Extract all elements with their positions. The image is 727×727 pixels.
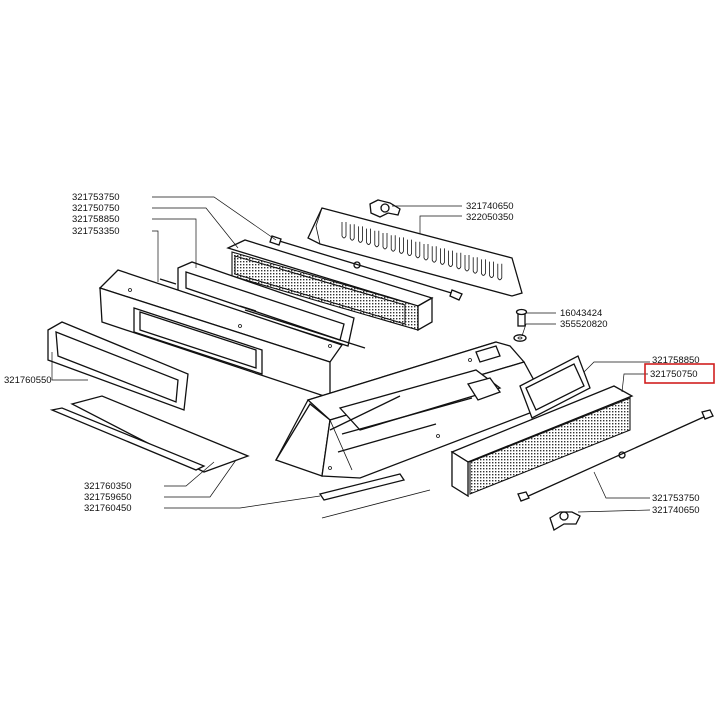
vent-slot bbox=[464, 255, 470, 272]
vent-slot bbox=[390, 235, 396, 252]
part-label[interactable]: 321760350 bbox=[84, 481, 132, 492]
vent-slot bbox=[489, 261, 494, 278]
vent-slot bbox=[497, 263, 503, 281]
vent-slot bbox=[358, 226, 363, 243]
flat-plates bbox=[49, 395, 431, 519]
vent-slot bbox=[399, 237, 404, 254]
part-label-highlighted[interactable]: 321750750 bbox=[650, 369, 698, 380]
seal-frame-left bbox=[47, 321, 189, 411]
frame-seal-right bbox=[519, 355, 591, 419]
mesh-filter-top bbox=[226, 239, 434, 332]
part-label[interactable]: 321753750 bbox=[652, 493, 700, 504]
vent-slot bbox=[431, 246, 437, 263]
part-label[interactable]: 322050350 bbox=[466, 212, 514, 223]
part-label[interactable]: 321740650 bbox=[466, 201, 514, 212]
part-label[interactable]: 321740650 bbox=[652, 505, 700, 516]
vent-slot bbox=[366, 228, 371, 245]
heater-box bbox=[274, 341, 549, 479]
vent-slot bbox=[374, 230, 380, 248]
threaded-stud bbox=[244, 309, 366, 349]
part-label[interactable]: 321753750 bbox=[72, 192, 120, 203]
duct-housing bbox=[98, 269, 344, 399]
part-label[interactable]: 321758850 bbox=[652, 355, 700, 366]
vent-slot bbox=[472, 257, 478, 274]
part-label[interactable]: 321760450 bbox=[84, 503, 132, 514]
cable-rod-top bbox=[269, 235, 463, 301]
vent-slot bbox=[349, 224, 355, 241]
part-label[interactable]: 321750750 bbox=[72, 203, 120, 214]
vent-slot bbox=[448, 250, 453, 267]
highlight-box bbox=[644, 363, 715, 384]
part-label[interactable]: 321760550 bbox=[4, 375, 52, 386]
vent-slot bbox=[440, 248, 445, 265]
wing-nut-top bbox=[369, 199, 401, 218]
part-label[interactable]: 321753350 bbox=[72, 226, 120, 237]
part-label[interactable]: 321759650 bbox=[84, 492, 132, 503]
vent-slot bbox=[481, 259, 486, 276]
vent-slot bbox=[423, 244, 429, 261]
leader-lines bbox=[51, 196, 651, 513]
part-label[interactable]: 321758850 bbox=[72, 214, 120, 225]
rear-vent-grille bbox=[307, 207, 523, 297]
vent-slot bbox=[382, 233, 388, 250]
vent-slot bbox=[456, 252, 462, 270]
bolt-and-washer bbox=[513, 308, 528, 342]
part-label[interactable]: 16043424 bbox=[560, 308, 602, 319]
vent-slot bbox=[341, 222, 347, 239]
vent-slot bbox=[415, 241, 421, 259]
vent-slot bbox=[407, 239, 412, 256]
cable-rod-right bbox=[517, 409, 714, 531]
mesh-filter-right bbox=[450, 385, 634, 498]
part-label[interactable]: 355520820 bbox=[560, 319, 608, 330]
